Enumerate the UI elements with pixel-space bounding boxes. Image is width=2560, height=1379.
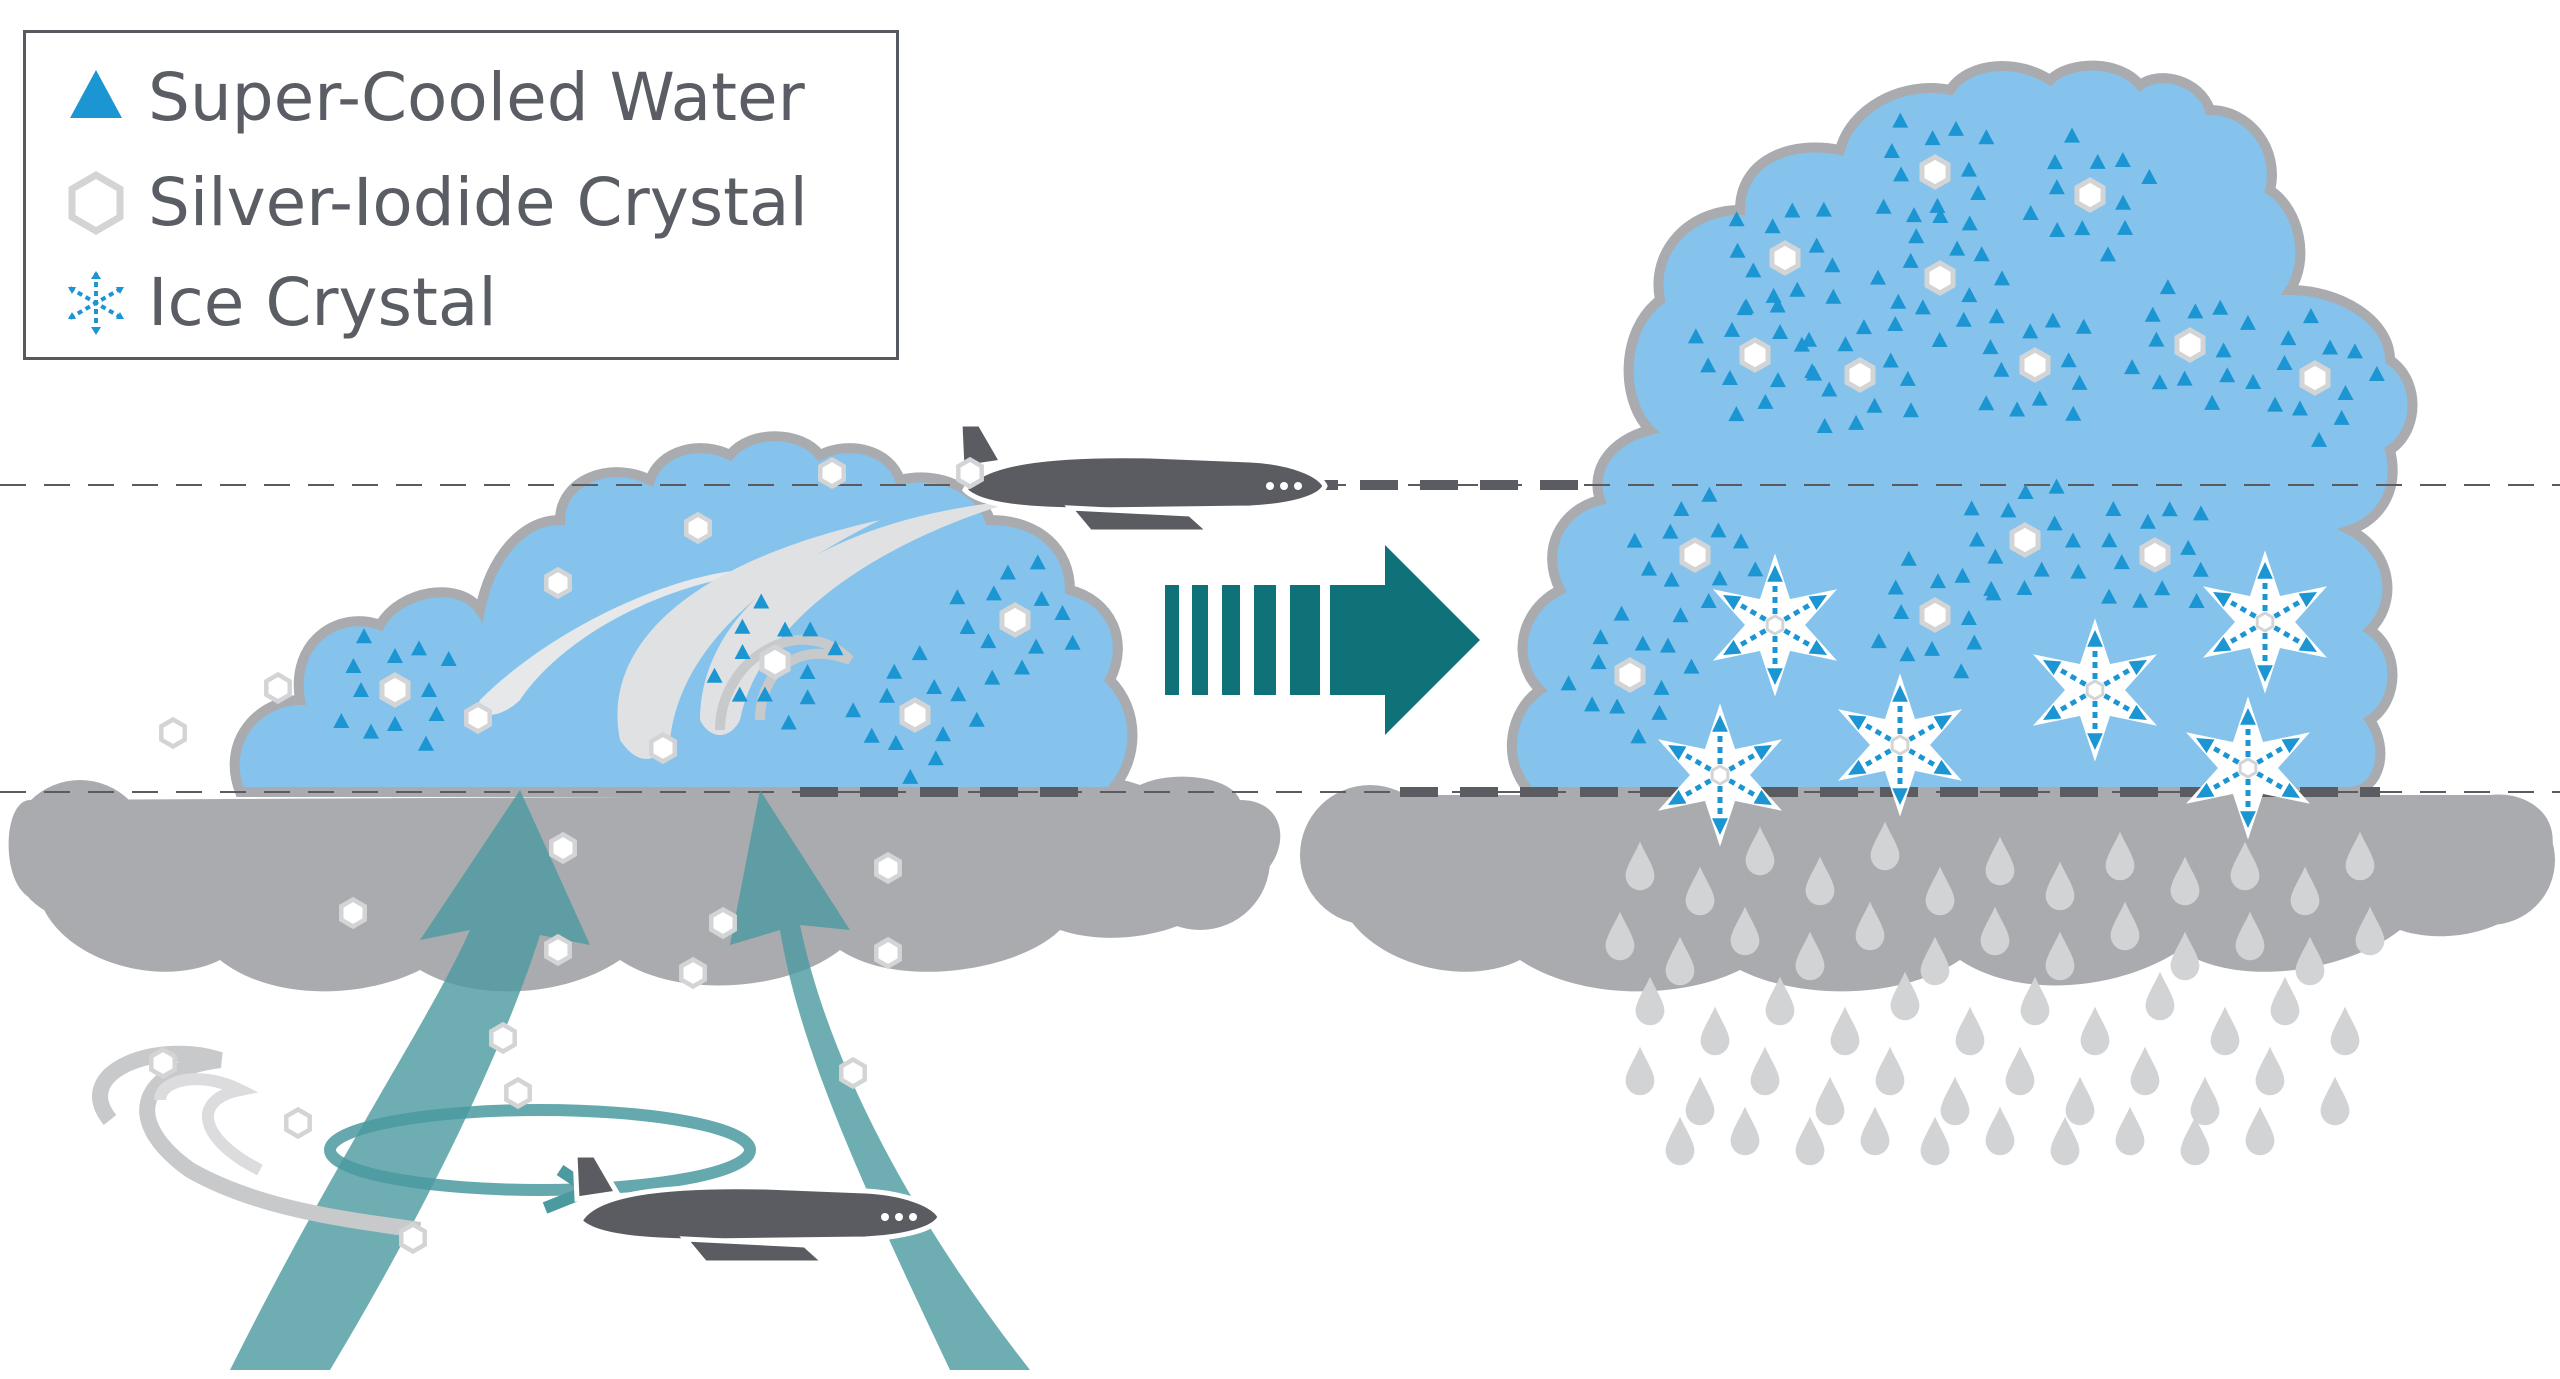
legend-item-ice-crystal: Ice Crystal <box>26 253 896 353</box>
legend: Super-Cooled Water Silver-Iodide Crystal… <box>23 30 899 360</box>
airplane-top <box>960 424 1325 532</box>
silver-iodide-mark <box>1922 600 1948 630</box>
rain-drop-mark <box>2255 1046 2285 1096</box>
rain-drop-mark <box>1625 1046 1655 1096</box>
silver-iodide-mark <box>2142 540 2168 570</box>
silver-iodide-mark <box>2077 180 2103 210</box>
silver-iodide-mark <box>2302 363 2328 393</box>
snowflake-icon <box>68 271 124 335</box>
rain-drop-mark <box>1985 1106 2015 1156</box>
rain-drop-mark <box>2245 1106 2275 1156</box>
rain-drop-mark <box>1830 1006 1860 1056</box>
silver-iodide-mark <box>1682 540 1708 570</box>
silver-iodide-mark <box>2177 330 2203 360</box>
silver-iodide-mark <box>382 675 408 705</box>
ice-crystal-mark <box>1657 703 1783 847</box>
rain-drop-mark <box>1665 1116 1695 1166</box>
ice-crystal-mark <box>1837 673 1963 817</box>
silver-iodide-mark <box>1927 263 1953 293</box>
silver-iodide-mark <box>902 700 928 730</box>
silver-iodide-mark <box>1772 243 1798 273</box>
silver-iodide-mark <box>1922 157 1948 187</box>
silver-iodide-mark <box>1742 340 1768 370</box>
ice-crystal-mark <box>1712 553 1838 697</box>
ice-crystal-mark <box>2202 550 2328 694</box>
ice-crystals <box>1657 550 2328 847</box>
legend-item-silver-iodide-crystal: Silver-Iodide Crystal <box>26 153 896 253</box>
ice-crystal-mark <box>2185 696 2311 840</box>
silver-iodide-mark <box>1002 605 1028 635</box>
rain-drop-mark <box>1940 1076 1970 1126</box>
rain-drop-mark <box>1685 1076 1715 1126</box>
rain-drop-mark <box>1730 1106 1760 1156</box>
silver-iodide-mark <box>1617 660 1643 690</box>
silver-iodide-mark <box>762 647 788 677</box>
legend-item-super-cooled-water: Super-Cooled Water <box>26 48 896 148</box>
legend-label: Silver-Iodide Crystal <box>148 164 808 241</box>
transition-arrow <box>1165 545 1480 735</box>
rain-drop-mark <box>1815 1076 1845 1126</box>
rain-drop-mark <box>2065 1076 2095 1126</box>
rain-drop-mark <box>1875 1046 1905 1096</box>
rain-drop-mark <box>1750 1046 1780 1096</box>
rain-drop-mark <box>2115 1106 2145 1156</box>
rain-drop-mark <box>2210 1006 2240 1056</box>
rain-drop-mark <box>2080 1006 2110 1056</box>
silver-iodide-mark <box>2012 525 2038 555</box>
rain-drop-mark <box>1920 1116 1950 1166</box>
updraft-arrows <box>230 790 1030 1370</box>
silver-iodide-mark <box>1847 360 1873 390</box>
rain-drop-mark <box>2130 1046 2160 1096</box>
rain-drop-mark <box>2005 1046 2035 1096</box>
left-rain-cloud-base <box>8 776 1281 992</box>
rain-drop-mark <box>2270 976 2300 1026</box>
rain-drop-mark <box>2320 1076 2350 1126</box>
rain-drop-mark <box>1700 1006 1730 1056</box>
triangle-icon <box>70 70 122 118</box>
rain-drop-mark <box>1795 1116 1825 1166</box>
rain-drop-mark <box>1860 1106 1890 1156</box>
ice-crystal-mark <box>2032 618 2158 762</box>
hexagon-icon <box>68 170 124 236</box>
legend-label: Ice Crystal <box>148 264 497 341</box>
legend-label: Super-Cooled Water <box>148 59 805 136</box>
rain-drop-mark <box>2330 1006 2360 1056</box>
rain-drop-mark <box>1955 1006 1985 1056</box>
rain-drop-mark <box>2145 971 2175 1021</box>
silver-iodide-mark <box>2022 350 2048 380</box>
